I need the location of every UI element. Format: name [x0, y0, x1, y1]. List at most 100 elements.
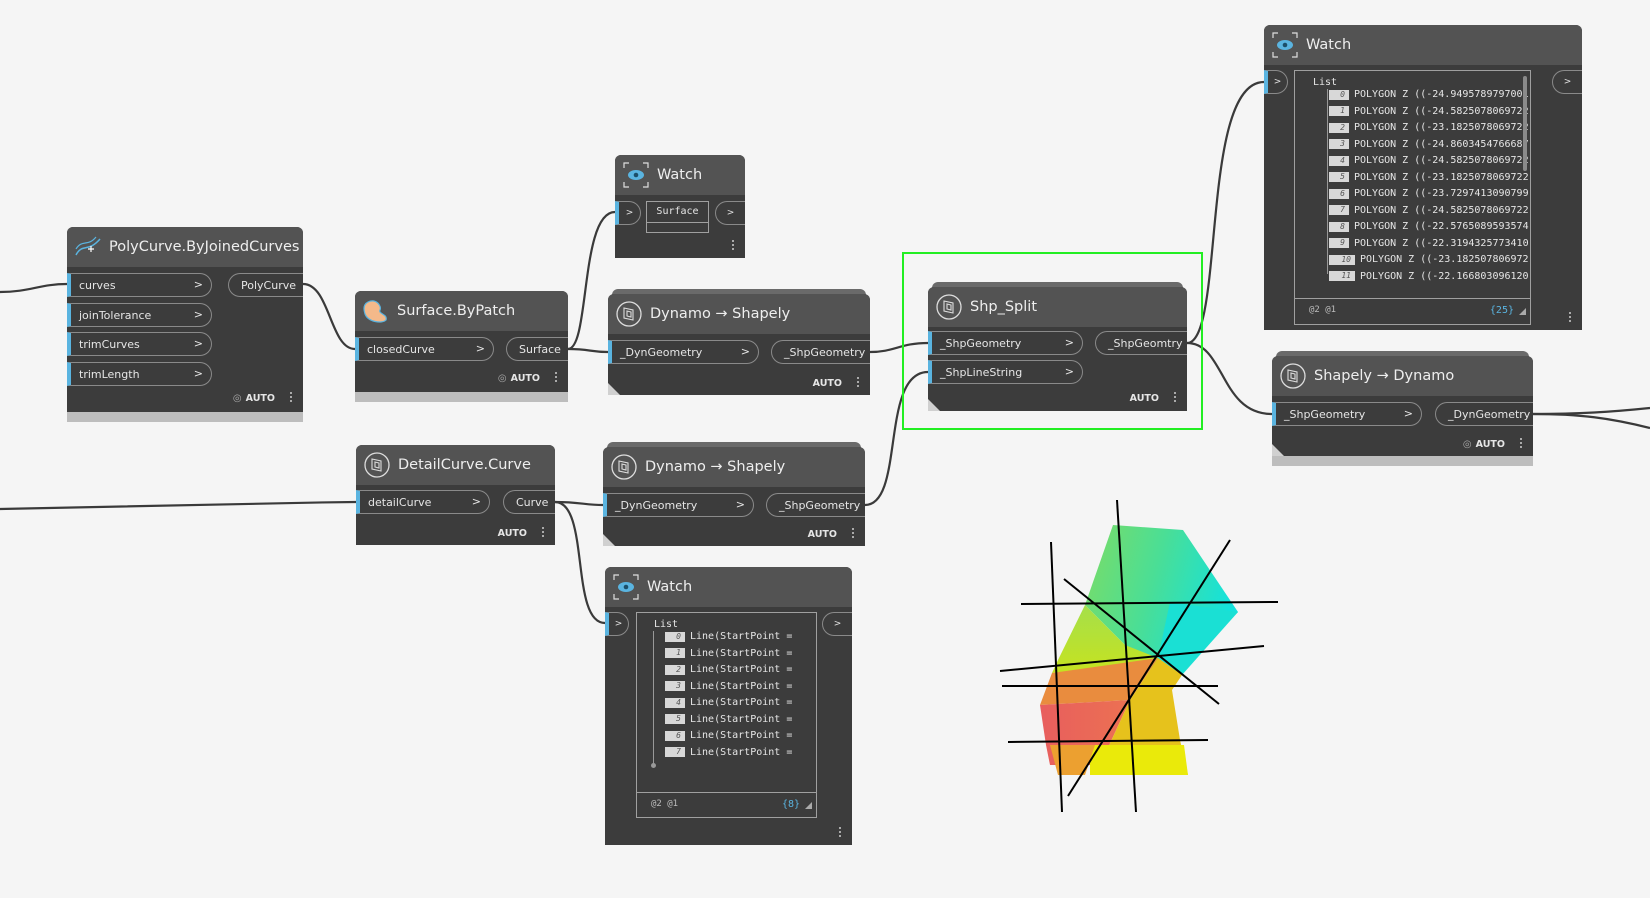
node-polycurve-byjoinedcurves[interactable]: PolyCurve.ByJoinedCurves curves> joinTol… [67, 227, 303, 422]
list-index: 0 [665, 631, 685, 642]
input-port-trimcurves[interactable]: trimCurves> [67, 332, 212, 356]
output-port-watch[interactable]: > [715, 201, 745, 225]
scrollbar[interactable] [1523, 76, 1527, 171]
node-shp-split[interactable]: Shp_Split _ShpGeometry> _ShpLineString> … [928, 282, 1187, 411]
output-port-watch[interactable]: > [822, 612, 852, 636]
eye-icon [621, 160, 651, 190]
node-header[interactable]: DetailCurve.Curve [356, 445, 555, 485]
region-right [1158, 602, 1238, 675]
output-port-shpgeometry[interactable]: _ShpGeometry [766, 493, 865, 517]
run-mode-label: AUTO [812, 378, 842, 389]
input-port-watch[interactable]: > [1264, 70, 1288, 94]
input-port-dyngeometry[interactable]: _DynGeometry> [603, 493, 754, 517]
chevron-icon: > [1563, 77, 1572, 87]
watch-footer: @2 @1 {25} [1295, 298, 1530, 324]
preview-off-icon: ◎ [1462, 439, 1472, 450]
output-port-shpgeometry[interactable]: _ShpGeometry [771, 340, 870, 364]
list-levels: @2 @1 [1309, 305, 1337, 315]
input-port-closedcurve[interactable]: closedCurve> [355, 337, 494, 361]
node-header[interactable]: Dynamo → Shapely [608, 294, 870, 334]
resize-handle-icon[interactable] [1519, 308, 1526, 315]
node-menu-icon[interactable] [839, 827, 842, 839]
input-port-dyngeometry[interactable]: _DynGeometry> [608, 340, 759, 364]
node-menu-icon[interactable] [1174, 392, 1177, 404]
node-header[interactable]: Shapely → Dynamo [1272, 356, 1533, 396]
node-header[interactable]: Shp_Split [928, 287, 1187, 327]
chevron-icon: > [193, 278, 203, 291]
input-port-detailcurve[interactable]: detailCurve> [356, 490, 490, 514]
custom-node-icon [362, 450, 392, 480]
node-menu-icon[interactable] [1520, 438, 1523, 450]
node-header[interactable]: Watch [1264, 25, 1582, 65]
run-mode[interactable]: ◎AUTO [1463, 439, 1505, 450]
node-menu-icon[interactable] [290, 392, 293, 404]
node-watch-surface[interactable]: Watch > Surface > [615, 155, 745, 258]
node-menu-icon[interactable] [732, 240, 735, 252]
run-mode[interactable]: AUTO [813, 378, 842, 389]
node-menu-icon[interactable] [542, 527, 545, 539]
node-header[interactable]: Watch [615, 155, 745, 195]
input-port-curves[interactable]: curves> [67, 273, 212, 297]
input-port-shplinestring[interactable]: _ShpLineString> [928, 360, 1083, 384]
split-line [1116, 499, 1137, 813]
output-port-polycurve[interactable]: PolyCurve [228, 273, 303, 297]
output-port-surface[interactable]: Surface [506, 337, 568, 361]
node-surface-bypatch[interactable]: Surface.ByPatch closedCurve> Surface ◎AU… [355, 291, 568, 402]
node-header[interactable]: Watch [605, 567, 852, 607]
input-port-shpgeometry[interactable]: _ShpGeometry> [1272, 402, 1422, 426]
run-mode[interactable]: AUTO [498, 528, 527, 539]
node-shapely-to-dynamo[interactable]: Shapely → Dynamo _ShpGeometry> _DynGeome… [1272, 351, 1533, 466]
output-port-shpgeomtry[interactable]: _ShpGeomtry [1095, 331, 1187, 355]
run-mode[interactable]: ◎AUTO [498, 373, 540, 384]
run-mode[interactable]: AUTO [1130, 393, 1159, 404]
node-menu-icon[interactable] [857, 377, 860, 389]
preview-off-icon: ◎ [232, 393, 242, 404]
node-dynamo-to-shapely-bottom[interactable]: Dynamo → Shapely _DynGeometry> _ShpGeome… [603, 442, 865, 546]
chevron-icon: > [614, 619, 623, 629]
node-header[interactable]: PolyCurve.ByJoinedCurves [67, 227, 303, 267]
output-port-dyngeometry[interactable]: _DynGeometry [1435, 402, 1533, 426]
node-detailcurve-curve[interactable]: DetailCurve.Curve detailCurve> Curve AUT… [356, 445, 555, 545]
input-port-shpgeometry[interactable]: _ShpGeometry> [928, 331, 1083, 355]
node-header[interactable]: Surface.ByPatch [355, 291, 568, 331]
watch-value: Surface [647, 202, 708, 223]
node-menu-icon[interactable] [852, 528, 855, 540]
run-mode[interactable]: ◎AUTO [233, 393, 275, 404]
output-port-curve[interactable]: Curve [503, 490, 555, 514]
run-mode[interactable]: AUTO [808, 529, 837, 540]
input-port-jointolerance[interactable]: joinTolerance> [67, 303, 212, 327]
resize-handle-icon[interactable] [805, 802, 812, 809]
node-dynamo-to-shapely-top[interactable]: Dynamo → Shapely _DynGeometry> _ShpGeome… [608, 289, 870, 395]
node-menu-icon[interactable] [1569, 312, 1572, 324]
output-port-watch[interactable]: > [1552, 70, 1582, 94]
input-port-trimlength[interactable]: trimLength> [67, 362, 212, 386]
node-menu-icon[interactable] [555, 372, 558, 384]
input-port-watch[interactable]: > [605, 612, 629, 636]
node-header[interactable]: Dynamo → Shapely [603, 447, 865, 487]
input-port-watch[interactable]: > [615, 201, 641, 225]
